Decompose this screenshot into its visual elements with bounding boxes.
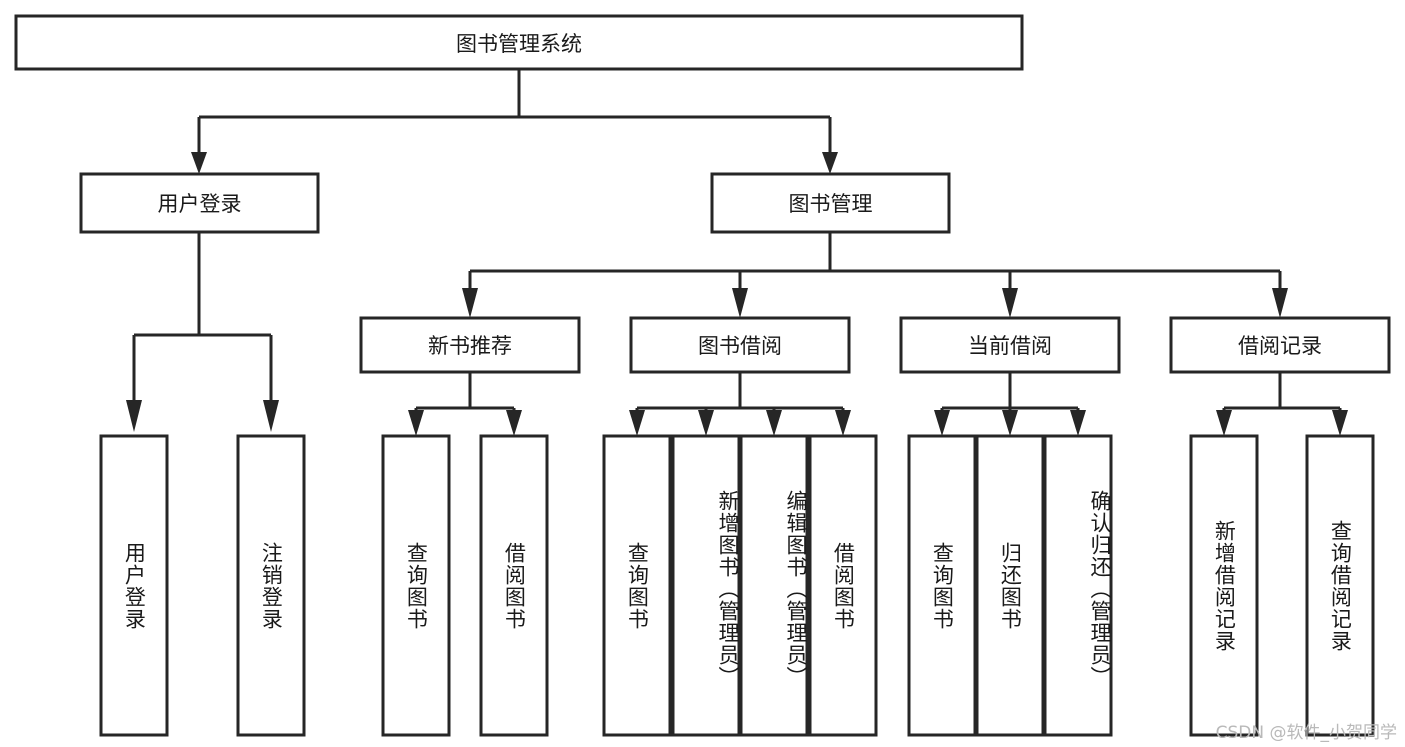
- arrowhead-leaf-confirm-return: [1070, 410, 1086, 436]
- node-leaf-query-book-1[interactable]: [381, 434, 451, 737]
- node-layer: [14, 14, 1391, 737]
- node-leaf-query-record[interactable]: [1305, 434, 1375, 737]
- node-book-manage[interactable]: [710, 172, 951, 234]
- node-leaf-add-record[interactable]: [1189, 434, 1259, 737]
- arrowhead-new-book-recommend: [462, 288, 478, 318]
- node-borrow-record[interactable]: [1169, 316, 1391, 374]
- arrowhead-leaf-return-book: [1002, 410, 1018, 436]
- node-leaf-query-book-2[interactable]: [602, 434, 672, 737]
- node-user-login[interactable]: [79, 172, 320, 234]
- node-leaf-borrow-book-1[interactable]: [479, 434, 549, 737]
- arrowhead-leaf-query-record: [1332, 410, 1348, 436]
- arrowhead-user-login: [191, 152, 207, 174]
- arrowhead-borrow-record: [1272, 288, 1288, 318]
- arrowhead-current-borrow: [1002, 288, 1018, 318]
- node-leaf-borrow-book-2[interactable]: [808, 434, 878, 737]
- node-current-borrow[interactable]: [899, 316, 1121, 374]
- arrowhead-leaf-logout: [263, 400, 279, 432]
- arrowhead-leaf-query-book-3: [934, 410, 950, 436]
- node-root[interactable]: [14, 14, 1024, 71]
- arrowhead-leaf-user-login: [126, 400, 142, 432]
- node-leaf-user-login[interactable]: [99, 434, 169, 737]
- arrowhead-leaf-add-record: [1216, 410, 1232, 436]
- arrowhead-leaf-query-book-2: [629, 410, 645, 436]
- node-leaf-edit-book[interactable]: [739, 434, 809, 737]
- arrowhead-leaf-borrow-book-1: [506, 410, 522, 436]
- node-book-borrow[interactable]: [629, 316, 851, 374]
- node-new-book-recommend[interactable]: [359, 316, 581, 374]
- connector-layer: [126, 69, 1348, 436]
- arrowhead-leaf-query-book-1: [408, 410, 424, 436]
- node-leaf-query-book-3[interactable]: [907, 434, 977, 737]
- arrowhead-leaf-borrow-book-2: [835, 410, 851, 436]
- arrowhead-book-borrow: [732, 288, 748, 318]
- arrowhead-leaf-edit-book: [766, 410, 782, 436]
- arrowhead-leaf-add-book: [698, 410, 714, 436]
- node-leaf-return-book[interactable]: [975, 434, 1045, 737]
- watermark-text: CSDN @软件_小贺同学: [1215, 723, 1397, 743]
- arrowhead-book-manage: [822, 152, 838, 174]
- node-leaf-add-book[interactable]: [671, 434, 741, 737]
- node-leaf-logout[interactable]: [236, 434, 306, 737]
- node-leaf-confirm-return[interactable]: [1043, 434, 1113, 737]
